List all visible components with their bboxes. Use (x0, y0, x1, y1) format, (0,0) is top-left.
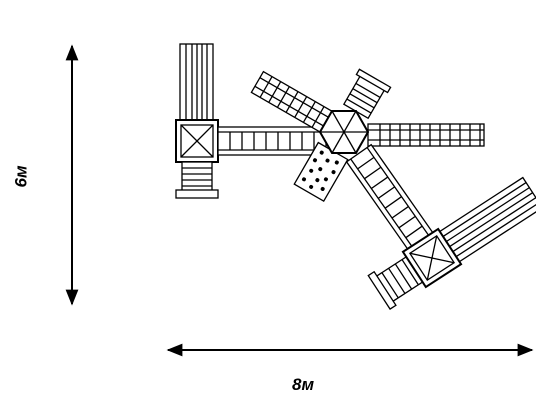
central-hex-tower (318, 110, 370, 154)
right-rope-ladder (367, 123, 485, 147)
lower-slide (434, 176, 536, 266)
left-slide (179, 43, 214, 123)
upper-right-ladder (342, 68, 392, 120)
bridge-lower (345, 143, 437, 255)
width-dimension-label: 8м (292, 375, 315, 394)
left-ladder (175, 161, 219, 199)
climbing-wall (293, 141, 349, 203)
left-tower (175, 119, 219, 163)
bridge-left (217, 126, 327, 156)
height-dimension-label: 6м (11, 165, 31, 188)
lower-right-tower (401, 227, 463, 289)
